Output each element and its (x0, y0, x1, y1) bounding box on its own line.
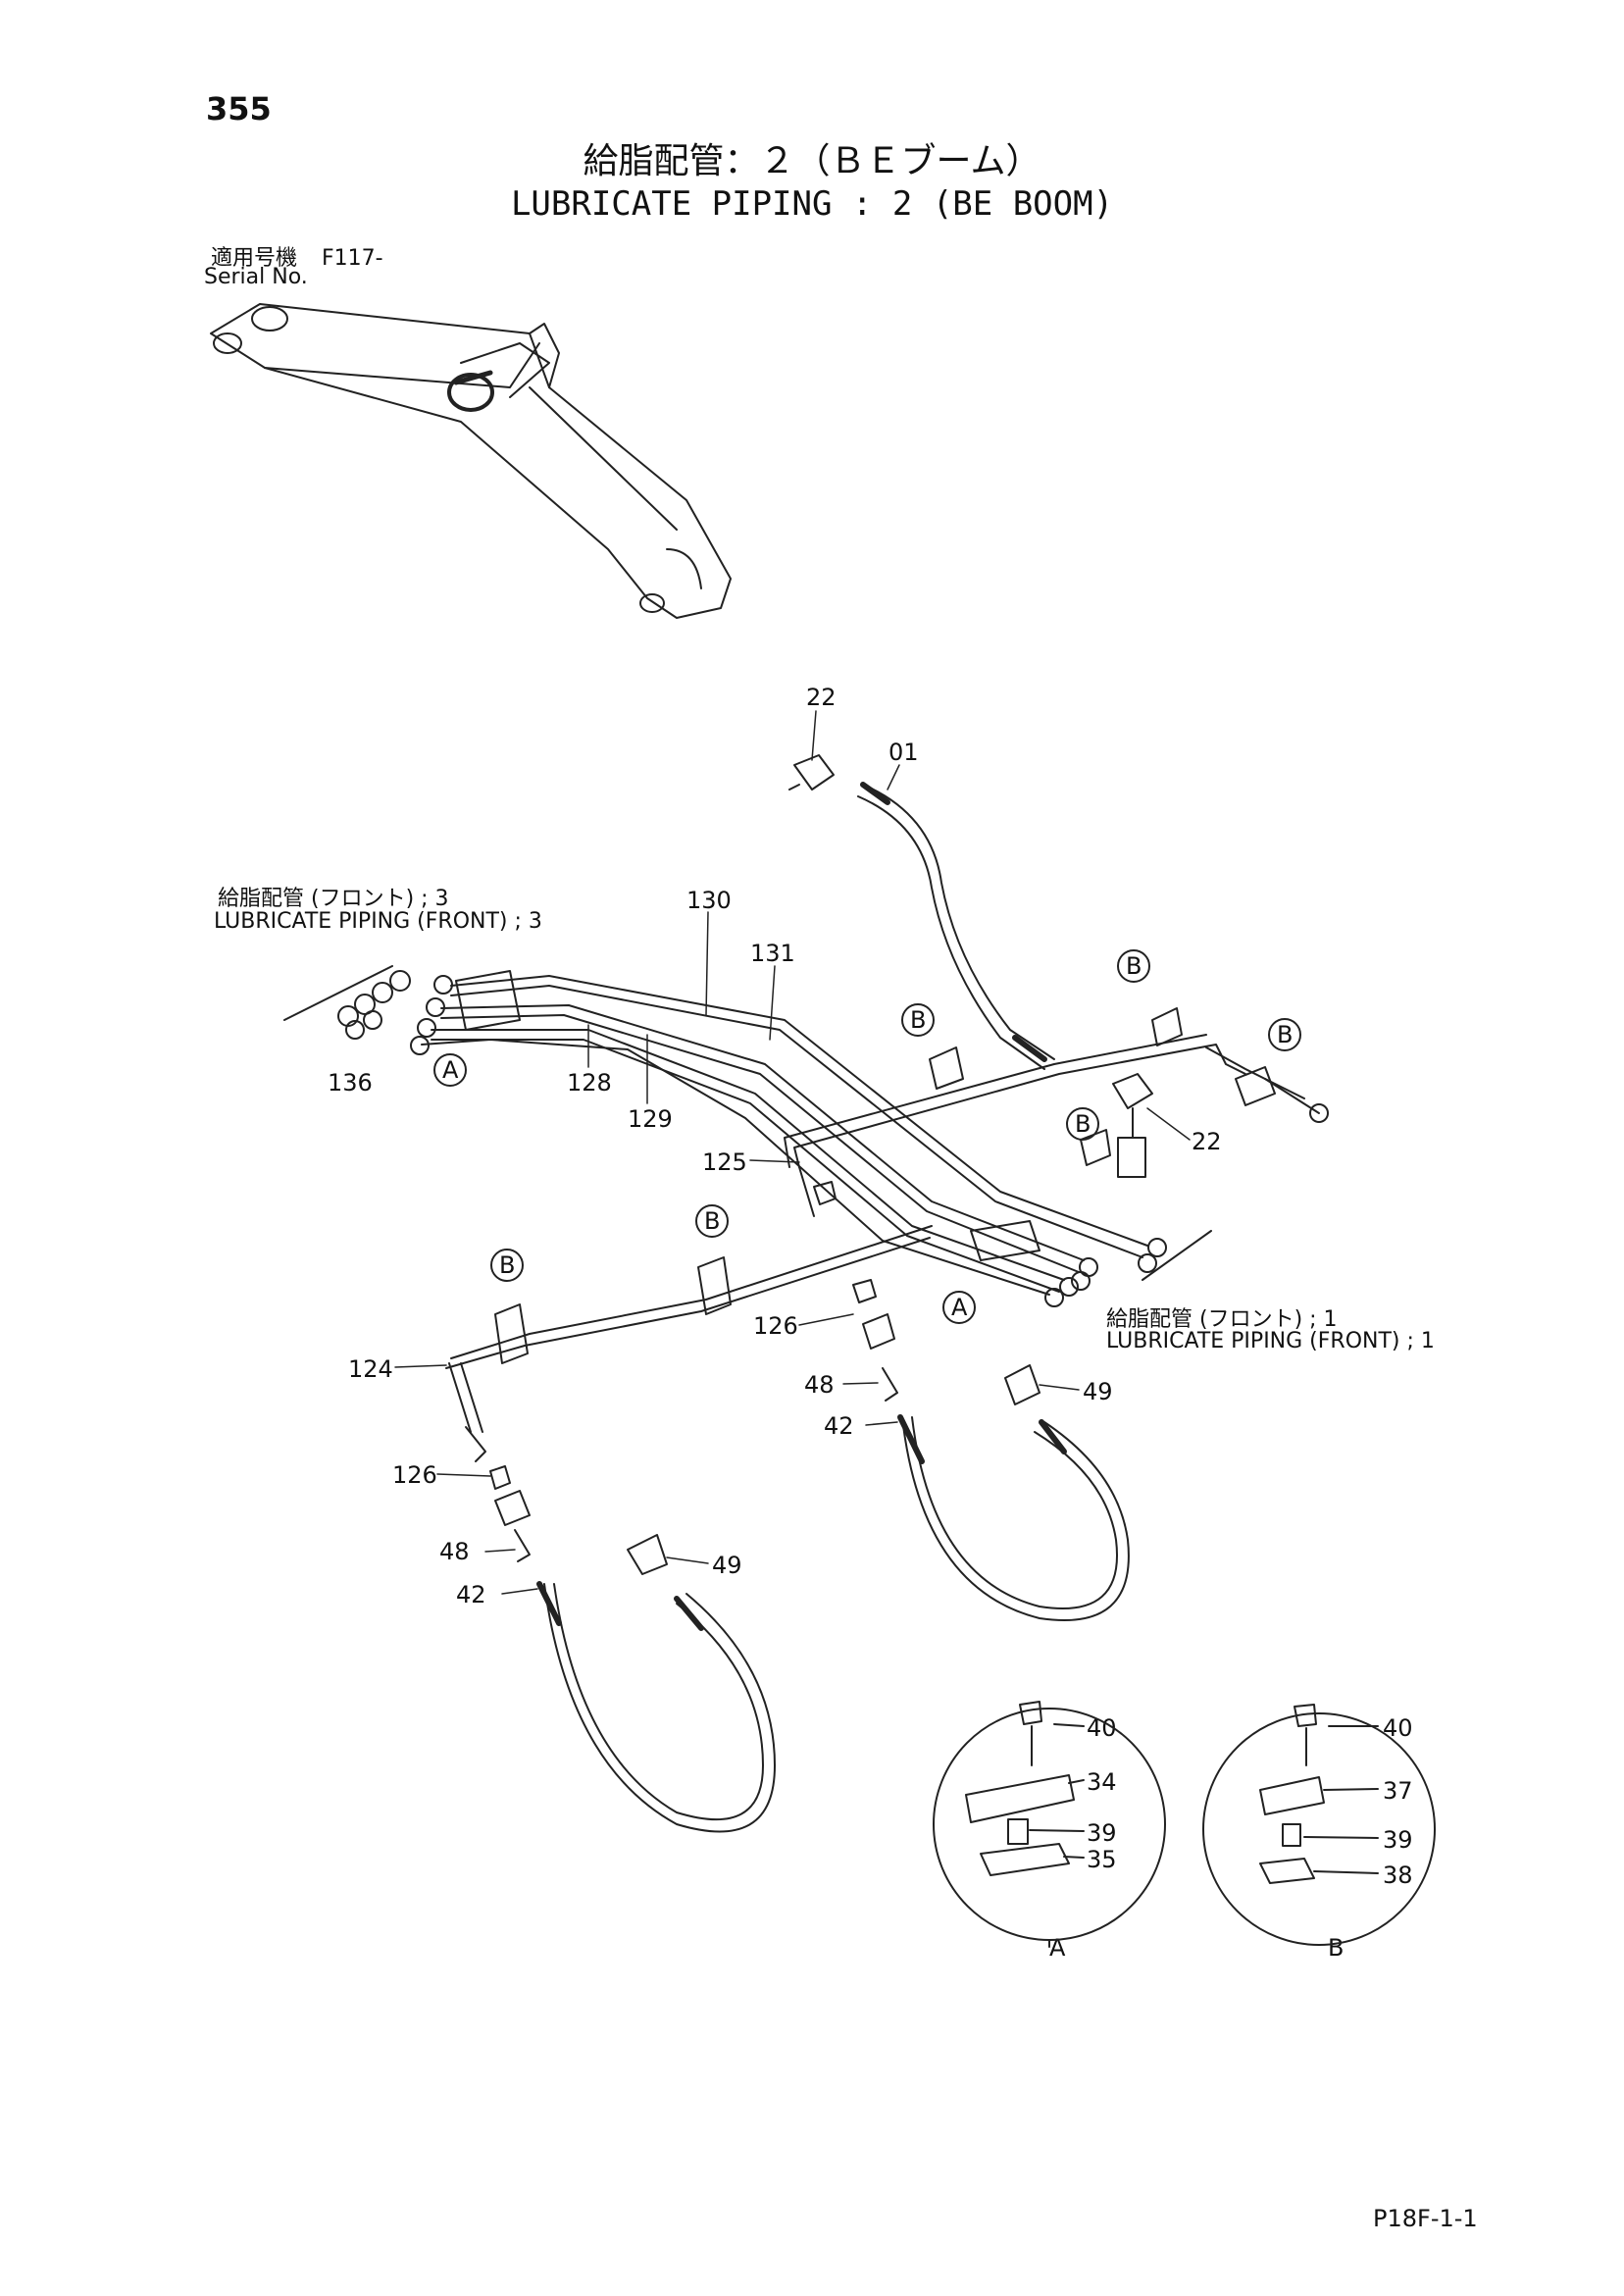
hose-42-right (813, 1181, 1130, 1622)
callout-128: 128 (567, 1069, 612, 1097)
ref-front3-jp: 給脂配管 (フロント) ; 3 (218, 887, 449, 911)
serial-label: Serial No. (204, 265, 308, 289)
callout-124: 124 (348, 1355, 393, 1383)
boom-overview (210, 303, 732, 619)
callout-39-b: 39 (1383, 1826, 1413, 1854)
callout-22-top: 22 (806, 684, 837, 711)
detail-label-b: B (1328, 1934, 1345, 1962)
leader-lines (394, 710, 1191, 1595)
callout-38: 38 (1383, 1862, 1413, 1889)
callout-01: 01 (888, 739, 919, 766)
marker-a-right: A (951, 1294, 968, 1321)
detail-a (933, 1701, 1166, 1948)
detail-b (1202, 1704, 1436, 1946)
ref-front1-jp: 給脂配管 (フロント) ; 1 (1106, 1307, 1338, 1332)
title-english: LUBRICATE PIPING : 2 (BE BOOM) (510, 184, 1114, 224)
pipe-bundle (283, 965, 1212, 1307)
callout-40-b: 40 (1383, 1714, 1413, 1742)
marker-b-2: B (910, 1006, 927, 1034)
callout-136: 136 (328, 1069, 373, 1097)
callout-130: 130 (686, 887, 732, 914)
callout-129: 129 (628, 1105, 673, 1133)
title-japanese: 給脂配管：２（ＢＥブーム） (583, 141, 1041, 181)
marker-b-6: B (499, 1251, 516, 1279)
hose-42-left (489, 1465, 776, 1833)
detail-label-a: A (1049, 1934, 1066, 1962)
hose-01 (788, 754, 1055, 1070)
callout-35: 35 (1087, 1846, 1117, 1873)
callout-37: 37 (1383, 1777, 1413, 1805)
callout-22-right: 22 (1192, 1128, 1222, 1155)
marker-a-left: A (442, 1056, 459, 1084)
fitting-22-right (1112, 1073, 1153, 1178)
callout-48-left: 48 (439, 1538, 470, 1565)
callout-42-left: 42 (456, 1581, 486, 1608)
applicability: 適用号機 F117- (211, 240, 383, 272)
callout-39-a: 39 (1087, 1819, 1117, 1847)
applicable-model: F117- (322, 246, 383, 271)
marker-circles (433, 949, 1301, 1324)
nuts-136 (337, 970, 411, 1040)
drawing-code: P18F-1-1 (1373, 2205, 1478, 2232)
callout-49-right: 49 (1083, 1378, 1113, 1405)
pipe-125 (784, 1007, 1329, 1217)
callout-126-right: 126 (753, 1312, 798, 1340)
callout-49-left: 49 (712, 1552, 742, 1579)
marker-b-5: B (704, 1207, 721, 1235)
marker-b-3: B (1277, 1021, 1294, 1048)
ref-front1-en: LUBRICATE PIPING (FRONT) ; 1 (1106, 1329, 1435, 1353)
callout-126-left: 126 (392, 1461, 437, 1489)
ref-front3-en: LUBRICATE PIPING (FRONT) ; 3 (214, 909, 542, 934)
callout-42-right: 42 (824, 1412, 854, 1440)
page-number: 355 (206, 90, 272, 128)
marker-b-1: B (1126, 952, 1142, 980)
applicable-label: 適用号機 (211, 246, 298, 271)
marker-b-4: B (1075, 1110, 1091, 1138)
callout-40-a: 40 (1087, 1714, 1117, 1742)
callout-34: 34 (1087, 1768, 1117, 1796)
callout-131: 131 (750, 940, 795, 967)
callout-48-right: 48 (804, 1371, 835, 1399)
pipe-124 (445, 1225, 933, 1462)
callout-125: 125 (702, 1148, 747, 1176)
